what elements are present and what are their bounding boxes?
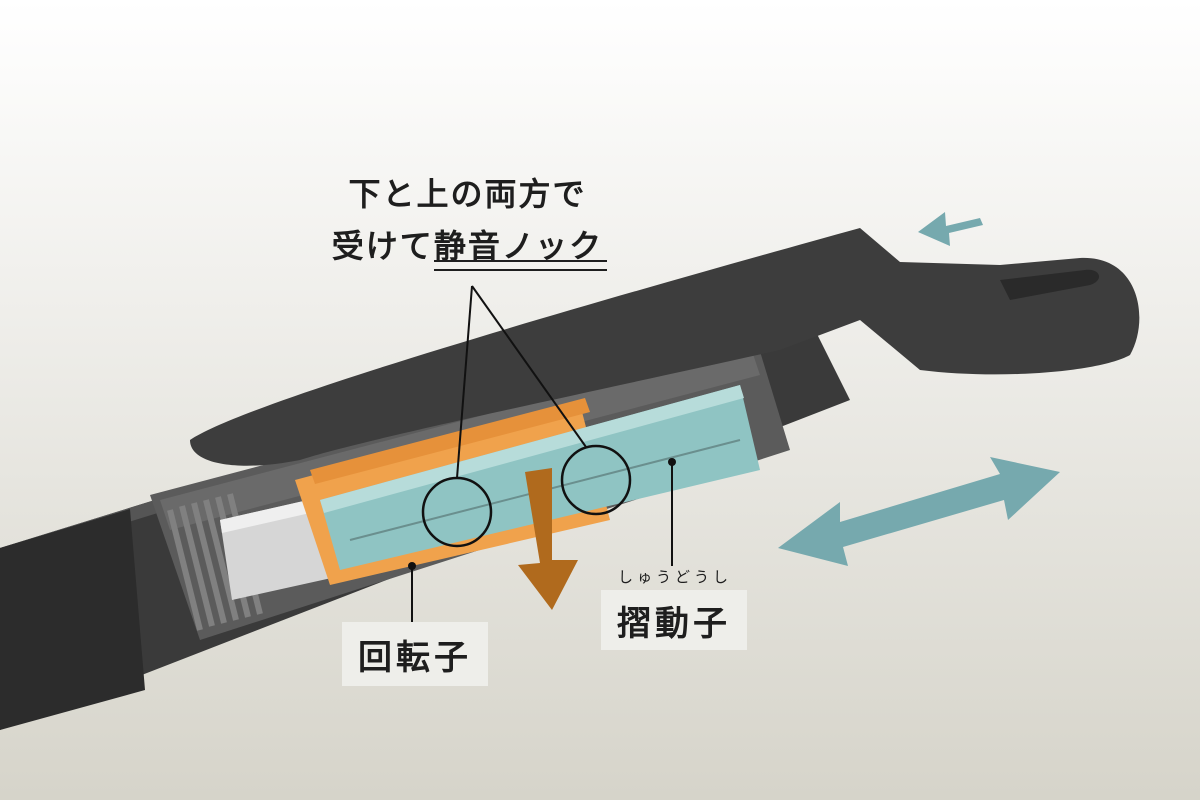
headline-line2-underlined: 静音ノック [433,220,608,272]
headline: 下と上の両方で 受けて静音ノック [0,168,935,272]
left-arrow-icon [918,212,983,246]
headline-line2: 受けて静音ノック [0,220,935,272]
headline-line2-plain: 受けて [331,227,434,265]
callout-circle-upper [560,444,632,516]
pen-clip [190,228,1140,466]
rotor-pointer-dot [408,562,416,570]
double-headed-arrow-icon [778,457,1060,566]
slider-label: 摺動子 [601,590,747,650]
callout-lines [411,285,673,625]
slider-highlight [320,385,744,513]
headline-line1: 下と上の両方で [348,175,587,213]
pen-grip [0,509,145,730]
down-arrow-icon [518,468,578,610]
slider-pointer-dot [668,458,676,466]
rotor-label: 回転子 [342,622,488,686]
slider-ruby-label: しゅうどうし [617,568,732,586]
rotor-rim [310,398,590,484]
clip-slot [1000,269,1100,300]
